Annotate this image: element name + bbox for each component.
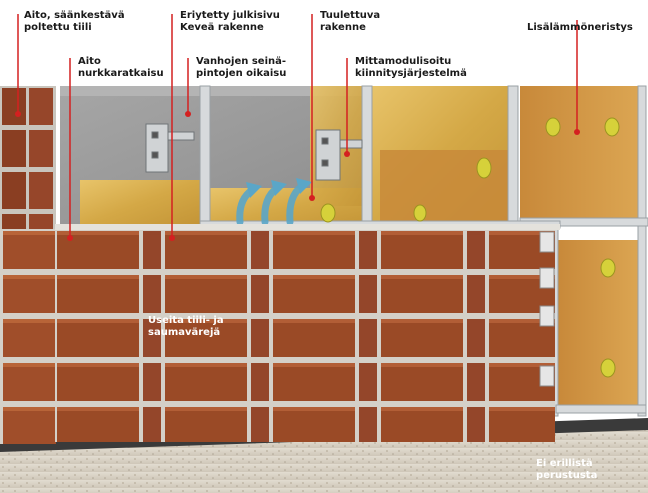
label-brick-colors: Useita tiili- ja saumavärejä — [148, 315, 224, 338]
label-additional-insulation: Lisälämmöneristys — [527, 22, 633, 33]
label-corner-mortise: Aito nurkkaratkaisu — [78, 56, 164, 79]
insulation-board-lower — [558, 240, 638, 405]
label-modular-fastening: Mittamodulisoitu kiinnitysjärjestelmä — [355, 56, 467, 79]
label-facing-brick: Aito, säänkestävä poltettu tiili — [24, 10, 125, 33]
wall-bracket-icon — [315, 129, 363, 181]
label-old-wall-alignment: Vanhojen seinä- pintojen oikaisu — [196, 56, 287, 79]
insulation-batt-left — [80, 180, 200, 226]
brick-corner-lower — [0, 229, 56, 444]
wall-bracket-icon — [145, 123, 195, 173]
label-ventilated-structure: Tuulettuva rakenne — [320, 10, 381, 33]
insulation-plug-icon — [476, 157, 492, 179]
label-separated-facade: Eriytetty julkisivu Keveä rakenne — [180, 10, 280, 33]
brick-facade — [55, 229, 555, 442]
label-no-foundation: Ei erillistä perustusta — [536, 458, 598, 481]
leader-lines — [17, 14, 578, 236]
insulation-plug-icon — [320, 203, 336, 223]
insulation-plug-icon — [600, 358, 616, 378]
insulation-board-upper — [520, 86, 638, 218]
insulation-plug-icon — [545, 117, 561, 137]
insulation-plug-icon — [413, 204, 427, 222]
insulation-plug-icon — [604, 117, 620, 137]
brick-corner-upper — [0, 86, 56, 234]
insulation-plug-icon — [600, 258, 616, 278]
